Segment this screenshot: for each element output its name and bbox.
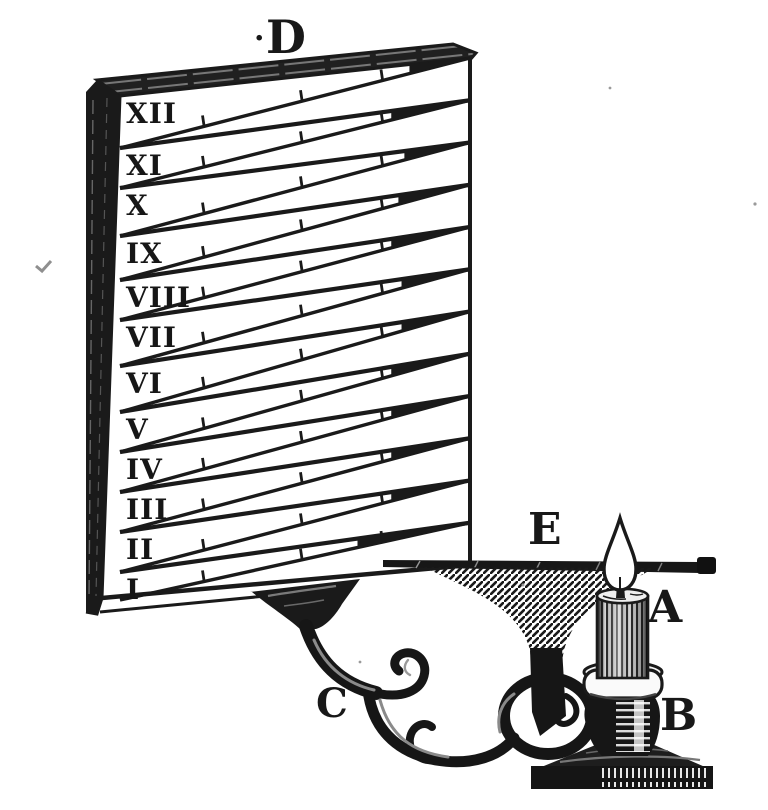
board-mount bbox=[250, 579, 360, 629]
candlestick-bulb bbox=[584, 692, 660, 756]
hour-label-vi: VI bbox=[126, 367, 163, 400]
label-board-d: D bbox=[254, 14, 306, 60]
hour-label-iv: IV bbox=[126, 453, 163, 486]
shade-bar-web bbox=[424, 567, 654, 672]
board-group bbox=[85, 42, 479, 616]
label-shade-bar-e: E bbox=[528, 504, 562, 555]
label-candle-a: A bbox=[648, 582, 683, 633]
hour-label-vii: VII bbox=[126, 321, 177, 354]
hour-scale-lines bbox=[119, 56, 471, 602]
hour-label-viii: VIII bbox=[126, 281, 192, 314]
hour-label-ii: II bbox=[126, 533, 155, 566]
hour-label-xi: XI bbox=[126, 149, 163, 182]
hour-label-xii: XII bbox=[126, 97, 177, 130]
board-left-edge bbox=[86, 80, 120, 614]
label-bracket-c: C bbox=[316, 680, 348, 727]
candlestick-base bbox=[531, 744, 713, 789]
hour-label-iii: III bbox=[126, 493, 169, 526]
hour-label-i: I bbox=[126, 573, 141, 606]
hour-label-x: X bbox=[126, 189, 149, 222]
paper-specks bbox=[35, 86, 757, 664]
hour-label-v: V bbox=[126, 413, 149, 446]
flame bbox=[602, 512, 638, 592]
hour-label-ix: IX bbox=[126, 237, 163, 270]
label-candlestick-b: B bbox=[660, 690, 698, 741]
candle-group bbox=[595, 512, 650, 680]
board-bottom-edge bbox=[101, 562, 471, 601]
